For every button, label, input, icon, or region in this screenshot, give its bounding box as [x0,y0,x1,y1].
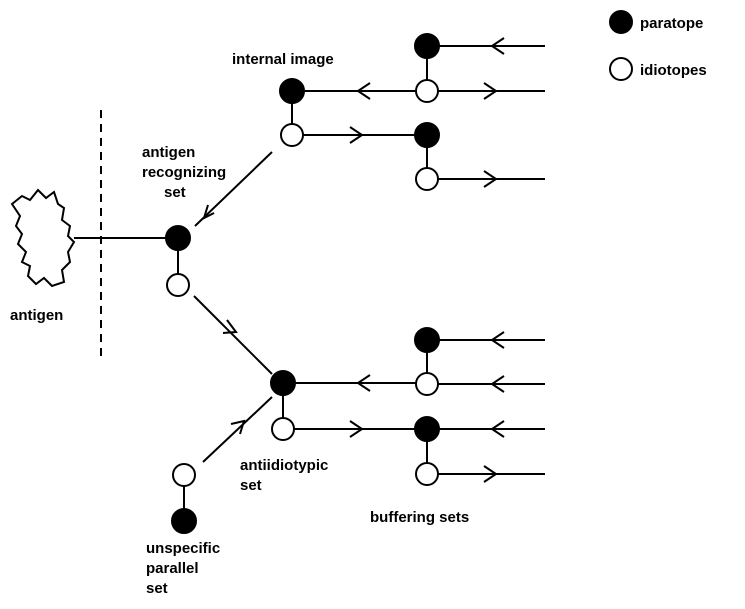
lower-buffer-2-paratope [414,416,440,442]
upper-buffering-set-2 [303,122,545,191]
antigen-recognizing-set: antigen recognizing set [142,144,230,297]
upper-buffer-1-to-internal-image-arrowhead [356,82,371,100]
lower-buffering-set-1 [295,327,545,396]
unspecific-parallel-set: unspecific parallel set [146,396,273,597]
lower-buffer-1-incoming-arrowhead [490,331,505,349]
internal-image-arrowhead [202,204,215,220]
upper-buffer-2-outgoing-arrowhead [483,170,498,188]
recognizing-to-antiidiotypic-arrow [193,295,273,375]
internal-image-label: internal image [232,51,334,68]
unspecific-to-antiidiotypic-arrow [202,396,273,463]
upper-buffer-2-paratope [414,122,440,148]
antiidiotypic-paratope [270,370,296,396]
internal-image-to-recognizing-arrow [194,151,273,227]
recognizing-paratope [165,225,191,251]
recognizing-to-antiidiotypic-link [193,295,273,375]
lower-buffer-1-paratope [414,327,440,353]
buffering-sets-label: buffering sets [370,509,469,526]
antigen-blob [10,188,76,288]
unspecific-paratope [171,508,197,534]
lower-buffer-1-idiotope [415,372,439,396]
legend-paratope-symbol [609,10,633,34]
upper-buffer-1-paratope [414,33,440,59]
antigen-recognizing-set-label: antigen recognizing set [142,144,230,201]
internal-image-set: internal image [194,51,334,227]
recognizing-to-antiidiotypic-arrowhead [222,319,238,334]
unspecific-idiotope [172,463,196,487]
lower-buffer-1-outgoing-arrowhead [490,375,505,393]
lower-buffering-set-2: buffering sets [294,416,545,526]
internal-image-to-upper-buffer-2-arrowhead [349,126,364,144]
legend-idiotope-symbol [609,57,633,81]
upper-buffer-2-idiotope [415,167,439,191]
antiidiotypic-to-lower-buffer-2-arrowhead [349,420,364,438]
internal-image-paratope [279,78,305,104]
unspecific-parallel-set-label: unspecific parallel set [146,540,224,597]
antigen-label: antigen [10,307,63,324]
lower-buffer-1-to-antiidiotypic-arrowhead [356,374,371,392]
unspecific-to-antiidiotypic-arrowhead [230,419,246,435]
legend: paratope idiotopes [609,10,707,81]
antiidiotypic-set: antiidiotypic set [240,370,333,494]
antiidiotypic-idiotope [271,417,295,441]
upper-buffer-1-incoming-arrowhead [490,37,505,55]
legend-paratope-label: paratope [640,15,703,32]
upper-buffer-1-outgoing-arrowhead [483,82,498,100]
upper-buffering-set-1 [304,33,545,103]
lower-buffer-2-incoming-arrowhead [490,420,505,438]
lower-buffer-2-idiotope [415,462,439,486]
lower-buffer-2-outgoing-arrowhead [483,465,498,483]
legend-idiotopes-label: idiotopes [640,62,707,79]
antiidiotypic-set-label: antiidiotypic set [240,457,333,494]
upper-buffer-1-idiotope [415,79,439,103]
internal-image-idiotope [280,123,304,147]
recognizing-idiotope [166,273,190,297]
antigen-group: antigen [10,110,166,362]
